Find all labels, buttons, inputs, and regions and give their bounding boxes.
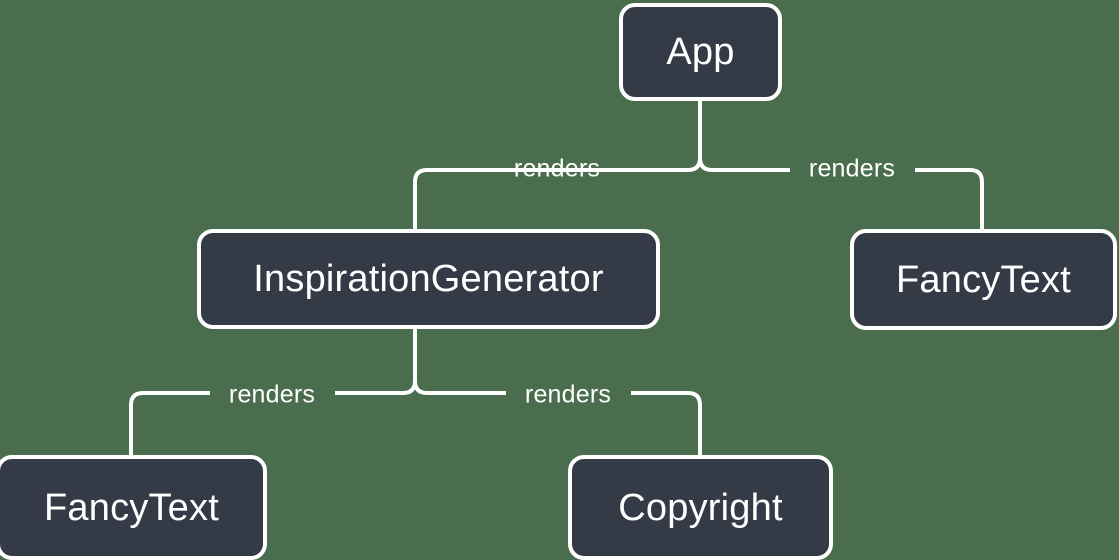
edge-inspiration-generator-to-copyright [413,380,702,455]
edge-label-app-to-inspiration-generator: renders [513,154,601,183]
edge-label-inspiration-generator-to-fancy-text: renders [228,380,316,409]
node-inspiration-generator[interactable]: InspirationGenerator [197,229,660,329]
node-copyright[interactable]: Copyright [568,455,833,560]
node-app[interactable]: App [619,3,782,101]
edge-label-inspiration-generator-to-copyright: renders [524,380,612,409]
node-fancy-text-right-label: FancyText [896,258,1071,301]
node-fancy-text-bottom[interactable]: FancyText [0,455,267,560]
node-app-label: App [666,31,735,73]
node-copyright-label: Copyright [618,486,783,529]
node-fancy-text-right[interactable]: FancyText [850,229,1117,330]
edge-label-app-to-fancy-text-right: renders [808,154,896,183]
node-fancy-text-bottom-label: FancyText [44,486,219,529]
edge-app-to-fancy-text-right [698,157,984,229]
node-inspiration-generator-label: InspirationGenerator [253,258,604,300]
